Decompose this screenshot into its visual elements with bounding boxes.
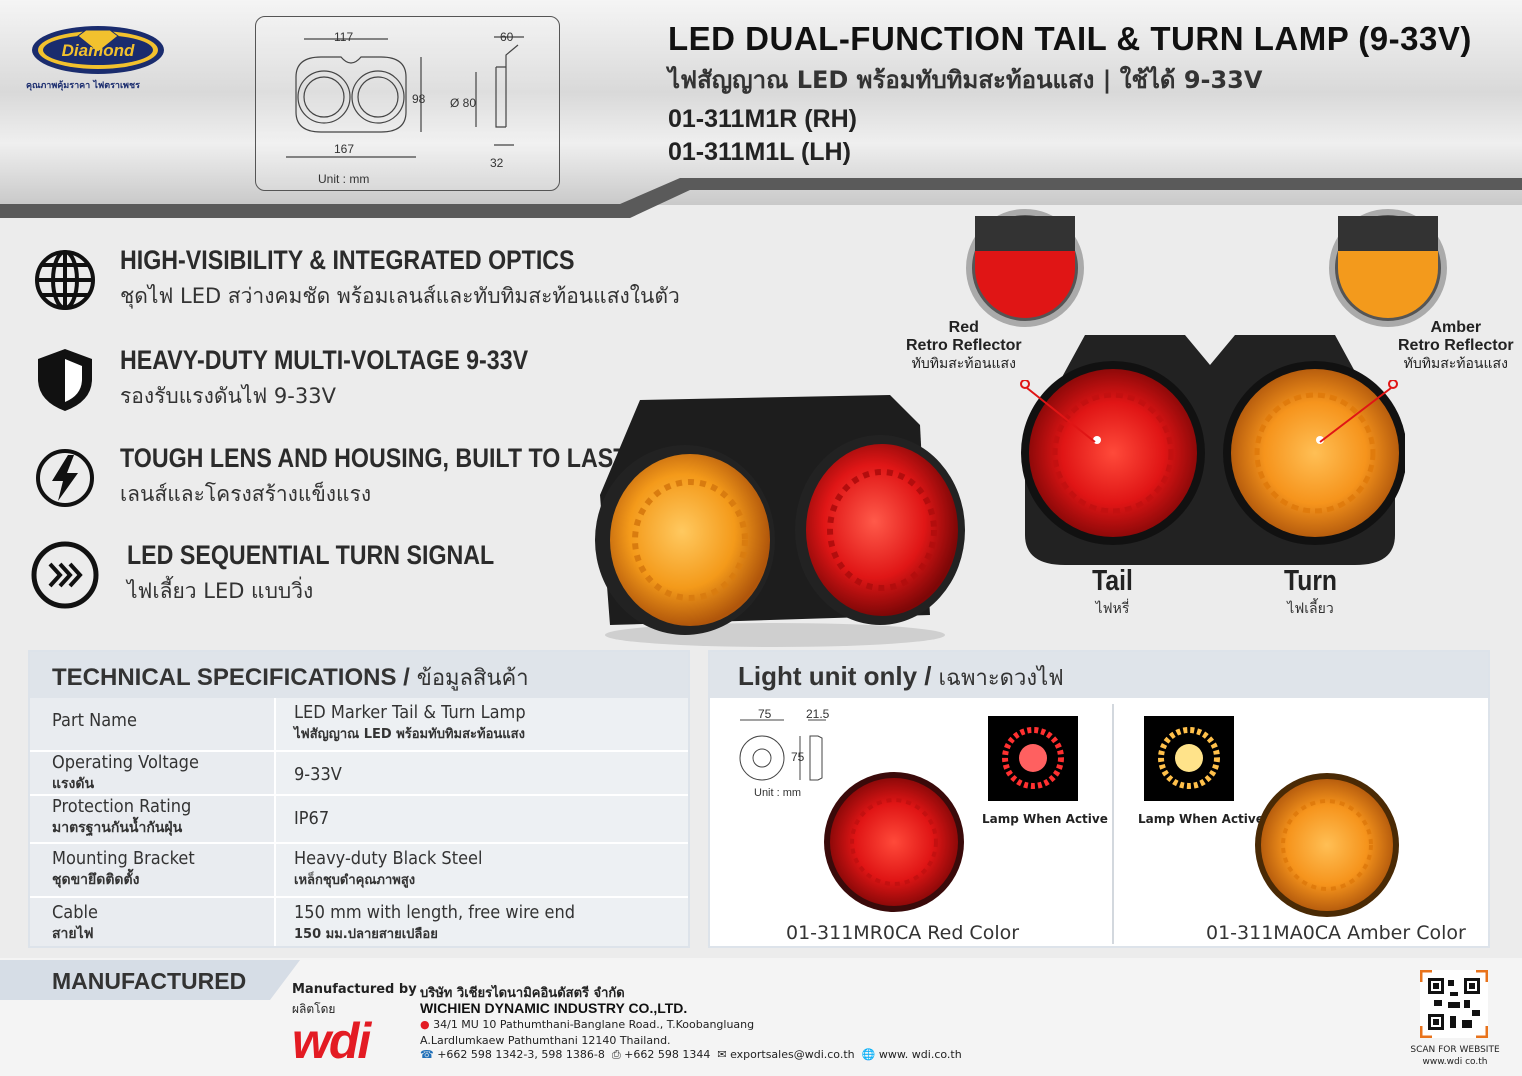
turn-label: Turn ไฟเลี้ยว (1284, 565, 1337, 616)
reflector-callout-lines (1020, 380, 1398, 443)
globe-icon (35, 250, 95, 310)
svg-text:98: 98 (412, 92, 426, 106)
svg-text:75: 75 (791, 750, 805, 764)
header-band (0, 0, 1522, 205)
svg-text:21.5: 21.5 (806, 708, 830, 721)
diamond-logo: Diamond (32, 26, 164, 74)
svg-text:Diamond: Diamond (62, 41, 135, 60)
manufactured-band (0, 960, 270, 1000)
amber-lamp-unit (1255, 773, 1399, 917)
qr-code[interactable] (1420, 970, 1488, 1038)
website-link[interactable]: www. wdi.co.th (878, 1048, 962, 1061)
manufactured-band-tip (270, 960, 300, 1000)
shield-icon (38, 349, 92, 411)
specs-heading: TECHNICAL SPECIFICATIONS / ข้อมูลสินค้า (30, 652, 688, 698)
svg-text:60: 60 (500, 30, 514, 44)
light-unit-heading: Light unit only / เฉพาะดวงไฟ (710, 652, 1488, 698)
phone-icon: ☎ (420, 1048, 434, 1061)
model-rh: 01-311M1R (RH) (668, 105, 857, 133)
wdi-logo: wdi (292, 1013, 371, 1069)
svg-text:Unit : mm: Unit : mm (754, 787, 801, 798)
red-lamp-unit (824, 772, 964, 912)
svg-text:117: 117 (334, 30, 353, 44)
contact-line: ☎ +662 598 1342-3, 598 1386-8 ⎙ +662 598… (420, 1048, 962, 1061)
red-reflector-zoom (966, 209, 1084, 327)
red-active-image (988, 716, 1078, 801)
svg-text:167: 167 (334, 142, 354, 156)
amber-reflector-label: Amber Retro Reflector ทับทิมสะท้อนแสง (1398, 319, 1514, 372)
email-icon: ✉ (717, 1048, 727, 1061)
chevrons-icon (31, 541, 99, 609)
model-lh: 01-311M1L (LH) (668, 138, 851, 166)
lightning-icon (36, 449, 94, 507)
product-title: LED DUAL-FUNCTION TAIL & TURN LAMP (9-33… (668, 20, 1472, 57)
tech-specs-panel: TECHNICAL SPECIFICATIONS / ข้อมูลสินค้า … (28, 650, 690, 948)
web-icon: 🌐 (861, 1048, 876, 1061)
svg-text:32: 32 (490, 156, 504, 170)
amber-active-label: Lamp When Active (1138, 812, 1264, 826)
address-line-1: ● 34/1 MU 10 Pathumthani-Banglane Road.,… (420, 1018, 755, 1031)
red-reflector-label: Red Retro Reflector ทับทิมสะท้อนแสง (906, 319, 1022, 372)
title-block: LED DUAL-FUNCTION TAIL & TURN LAMP (9-33… (668, 20, 1508, 167)
svg-text:Unit : mm: Unit : mm (318, 172, 369, 186)
tail-label: Tail ไฟหรี่ (1092, 565, 1133, 616)
manufactured-heading: MANUFACTURED (52, 968, 247, 994)
fax-icon: ⎙ (611, 1048, 621, 1061)
product-photo-angled (595, 395, 965, 647)
light-unit-panel: Light unit only / เฉพาะดวงไฟ 75 21.5 75 … (708, 650, 1490, 948)
brand-tagline: คุณภาพคุ้มราคา ไฟตราเพชร (26, 81, 140, 91)
svg-text:75: 75 (758, 708, 772, 721)
email-link[interactable]: exportsales@wdi.co.th (730, 1048, 855, 1061)
manufactured-by-label: Manufactured by (292, 982, 417, 997)
location-pin-icon: ● (420, 1018, 430, 1031)
company-name-en: WICHIEN DYNAMIC INDUSTRY CO.,LTD. (420, 1000, 688, 1016)
amber-active-image (1144, 716, 1234, 801)
header-divider (0, 178, 1522, 218)
address-line-2: A.Lardlumkaew Pathumthani 12140 Thailand… (420, 1034, 671, 1047)
red-unit-caption: 01-311MR0CA Red Color (786, 922, 1020, 944)
footer: MANUFACTURED Manufactured by ผลิตโดย wdi… (0, 958, 1522, 1076)
svg-text:Ø 80: Ø 80 (450, 96, 476, 110)
product-subtitle: ไฟสัญญาณ LED พร้อมทับทิมสะท้อนแสง | ใช้ไ… (668, 66, 1263, 94)
manufactured-by-thai: ผลิตโดย (292, 1002, 336, 1016)
red-active-label: Lamp When Active (982, 812, 1108, 826)
panel-divider (1112, 704, 1114, 944)
light-unit-dimension: 75 21.5 75 Unit : mm (739, 708, 830, 798)
product-photo-front (1021, 335, 1405, 565)
dimension-drawing: 117 167 98 Ø 80 60 32 Unit : mm (255, 16, 560, 191)
amber-reflector-zoom (1329, 209, 1447, 327)
company-name-thai: บริษัท วิเชียรไดนามิคอินดัสตรี จำกัด (420, 986, 625, 1001)
amber-unit-caption: 01-311MA0CA Amber Color (1206, 922, 1466, 944)
